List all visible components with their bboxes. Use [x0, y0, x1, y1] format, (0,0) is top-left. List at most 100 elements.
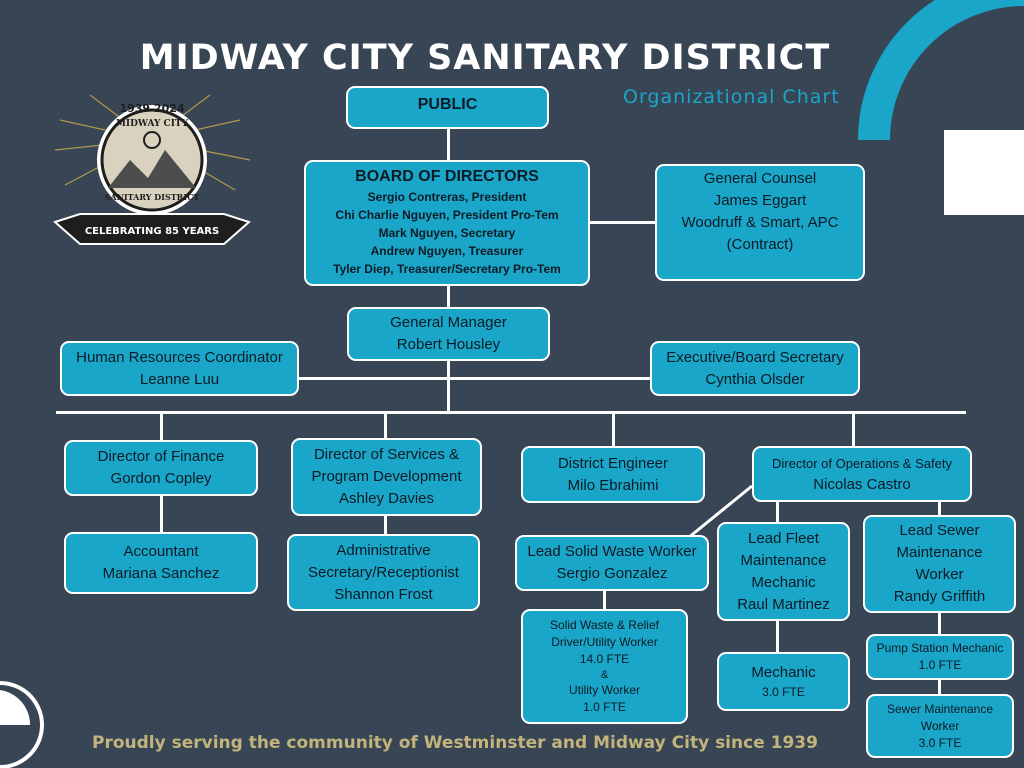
- solid-workers-fte2: 1.0 FTE: [583, 700, 626, 714]
- services-box: Director of Services & Program Developme…: [291, 438, 482, 516]
- admin-title-line1: Administrative: [336, 541, 431, 559]
- solid-lead-name: Sergio Gonzalez: [556, 565, 668, 582]
- admin-title-line2: Secretary/Receptionist: [308, 563, 459, 581]
- logo-ribbon: [53, 213, 251, 245]
- connector-board-counsel: [589, 221, 656, 224]
- board-member: Sergio Contreras, President: [367, 190, 527, 204]
- board-title: BOARD OF DIRECTORS: [355, 168, 539, 185]
- fleet-lead-title-line1: Lead Fleet: [748, 529, 819, 547]
- logo-city: MIDWAY CITY: [116, 119, 189, 129]
- connector-finance-accountant: [160, 495, 163, 533]
- hr-title: Human Resources Coordinator: [76, 348, 283, 366]
- mechanic-fte: 3.0 FTE: [762, 685, 805, 699]
- mechanic-box: Mechanic 3.0 FTE: [717, 652, 850, 711]
- top-right-decor: [858, 0, 1024, 215]
- solid-workers-amp: &: [600, 669, 609, 681]
- page-subtitle: Organizational Chart: [623, 86, 840, 108]
- sewer-workers-title-line2: Worker: [920, 718, 960, 733]
- mechanic-title: Mechanic: [751, 664, 816, 681]
- gm-box: General Manager Robert Housley: [347, 307, 550, 361]
- services-title-line2: Program Development: [311, 468, 462, 485]
- exec-title: Executive/Board Secretary: [666, 348, 844, 366]
- sewer-lead-box: Lead Sewer Maintenance Worker Randy Grif…: [863, 515, 1016, 613]
- board-member: Mark Nguyen, Secretary: [378, 226, 516, 240]
- fleet-lead-name: Raul Martinez: [737, 595, 830, 613]
- connector-services-admin: [384, 515, 387, 535]
- solid-workers-line1: Solid Waste & Relief: [550, 618, 659, 632]
- public-title: PUBLIC: [417, 96, 478, 113]
- hr-box: Human Resources Coordinator Leanne Luu: [60, 341, 299, 396]
- board-member: Andrew Nguyen, Treasurer: [370, 244, 524, 258]
- connector-bus-services: [384, 412, 387, 439]
- solid-workers-line2: Driver/Utility Worker: [551, 635, 658, 649]
- pump-box: Pump Station Mechanic 1.0 FTE: [866, 634, 1014, 680]
- bottom-left-decor: [0, 681, 44, 768]
- sewer-workers-fte: 3.0 FTE: [918, 735, 962, 750]
- solid-workers-box: Solid Waste & Relief Driver/Utility Work…: [521, 609, 688, 724]
- accountant-box: Accountant Mariana Sanchez: [64, 532, 258, 594]
- services-name: Ashley Davies: [338, 490, 435, 507]
- admin-name: Shannon Frost: [334, 585, 433, 603]
- connector-board-gm: [447, 284, 450, 308]
- connector-fleet-mechanic: [776, 620, 779, 653]
- connector-operations-solid: [687, 484, 753, 540]
- connector-gm-bus: [447, 360, 450, 412]
- logo-ribbon-text: CELEBRATING 85 YEARS: [85, 226, 219, 237]
- hr-name: Leanne Luu: [139, 370, 220, 388]
- solid-workers-fte1: 14.0 FTE: [579, 652, 630, 666]
- sewer-lead-title-line3: Worker: [915, 566, 964, 583]
- logo-mountains: [108, 150, 196, 188]
- finance-name: Gordon Copley: [110, 470, 212, 487]
- solid-lead-title: Lead Solid Waste Worker: [527, 543, 697, 560]
- sewer-lead-name: Randy Griffith: [893, 588, 986, 605]
- sewer-lead-title-line1: Lead Sewer: [899, 522, 980, 539]
- fleet-lead-title-line2: Maintenance: [740, 551, 827, 569]
- exec-box: Executive/Board Secretary Cynthia Olsder: [650, 341, 860, 396]
- connector-main-bus: [56, 411, 966, 414]
- counsel-box: General Counsel James Eggart Woodruff & …: [655, 164, 865, 281]
- counsel-title: General Counsel: [703, 170, 817, 187]
- connector-bus-engineer: [612, 412, 615, 447]
- connector-pump-workers: [938, 679, 941, 695]
- public-box: PUBLIC: [346, 86, 549, 129]
- operations-name: Nicolas Castro: [813, 475, 911, 493]
- board-member: Chi Charlie Nguyen, President Pro-Tem: [335, 208, 559, 222]
- page-title: MIDWAY CITY SANITARY DISTRICT: [139, 38, 831, 78]
- exec-name: Cynthia Olsder: [705, 370, 805, 388]
- solid-workers-line3: Utility Worker: [568, 683, 641, 697]
- sewer-workers-title-line1: Sewer Maintenance: [886, 701, 994, 716]
- operations-title: Director of Operations & Safety: [772, 455, 952, 471]
- gm-name: Robert Housley: [396, 336, 501, 353]
- accountant-title: Accountant: [123, 543, 199, 560]
- connector-sewer-pump: [938, 612, 941, 635]
- engineer-title: District Engineer: [557, 454, 669, 472]
- sewer-lead-title-line2: Maintenance: [896, 544, 983, 561]
- compass-icon: [143, 131, 161, 149]
- connector-public-board: [447, 128, 450, 162]
- logo-district: SANITARY DISTRICT: [105, 192, 200, 202]
- connector-bus-finance: [160, 412, 163, 441]
- connector-operations-sewer: [938, 501, 941, 516]
- connector-solid-workers: [603, 589, 606, 610]
- finance-box: Director of Finance Gordon Copley: [64, 440, 258, 496]
- engineer-name: Milo Ebrahimi: [567, 476, 659, 494]
- engineer-box: District Engineer Milo Ebrahimi: [521, 446, 705, 503]
- connector-staff-line: [298, 377, 651, 380]
- connector-operations-fleet: [776, 501, 779, 523]
- solid-lead-box: Lead Solid Waste Worker Sergio Gonzalez: [515, 535, 709, 591]
- board-member: Tyler Diep, Treasurer/Secretary Pro-Tem: [333, 262, 561, 276]
- fleet-lead-title-line3: Mechanic: [751, 573, 816, 591]
- accountant-name: Mariana Sanchez: [102, 565, 220, 582]
- sewer-workers-box: Sewer Maintenance Worker 3.0 FTE: [866, 694, 1014, 758]
- pump-fte: 1.0 FTE: [918, 658, 962, 672]
- counsel-name: James Eggart: [713, 192, 807, 209]
- gm-title: General Manager: [390, 314, 507, 331]
- pump-title: Pump Station Mechanic: [876, 641, 1004, 655]
- finance-title: Director of Finance: [97, 448, 225, 465]
- counsel-note: (Contract): [726, 236, 794, 253]
- footer-tagline: Proudly serving the community of Westmin…: [92, 733, 818, 753]
- board-box: BOARD OF DIRECTORS Sergio Contreras, Pre…: [304, 160, 590, 286]
